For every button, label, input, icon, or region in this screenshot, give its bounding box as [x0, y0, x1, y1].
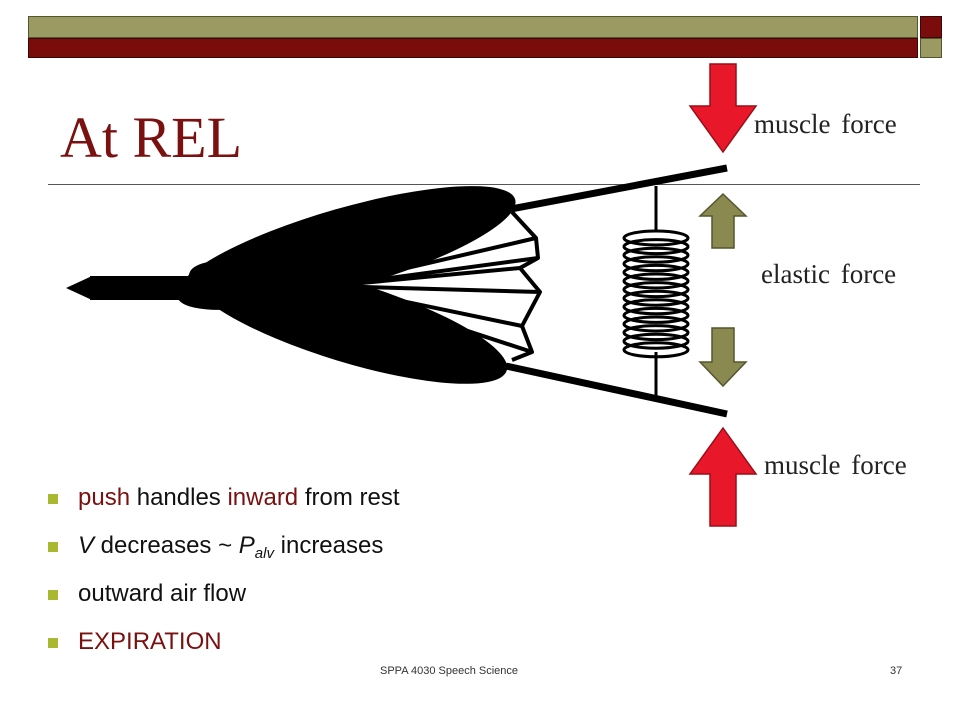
spring-coil — [622, 289, 690, 307]
label-muscle-force-top: muscle force — [754, 109, 897, 139]
spring-coil — [622, 315, 690, 333]
bullet-square-icon — [48, 542, 58, 552]
label-elastic-force: elastic force — [761, 259, 897, 289]
spring-coil — [622, 306, 690, 324]
bullet-text-push: push — [78, 484, 131, 511]
arrow-up-icon — [688, 426, 758, 527]
bullet-text: handles — [130, 484, 228, 511]
bullet-text: outward air flow — [78, 580, 247, 607]
bellows-handles — [505, 164, 728, 418]
spring-coil — [622, 298, 690, 316]
spring-coil — [622, 332, 690, 350]
bullet-square-icon — [48, 590, 58, 600]
spring-coil — [622, 255, 690, 273]
bullet-text-volume: V — [78, 532, 95, 559]
title-divider — [48, 184, 920, 185]
slide-page-number: 37 — [890, 665, 903, 677]
header-square-maroon — [920, 16, 942, 38]
bullet-text-inward: inward — [227, 484, 299, 511]
spring-coil — [622, 324, 690, 342]
header-square-olive — [920, 38, 942, 58]
bullet-text: decreases ~ — [94, 532, 239, 559]
spring-coil — [622, 341, 690, 359]
bullet-item: outward air flow — [48, 578, 400, 626]
spring-coil — [622, 272, 690, 290]
bullet-text: increases — [273, 532, 384, 559]
bullet-square-icon — [48, 494, 58, 504]
bellows-pleats — [329, 210, 542, 362]
spring — [622, 186, 690, 396]
arrow-up-icon — [698, 192, 748, 249]
spring-coil — [622, 238, 690, 256]
arrow-down-icon — [688, 63, 758, 154]
slide-footer: SPPA 4030 Speech Science — [380, 665, 519, 677]
bullet-list: push handles inward from rest V decrease… — [48, 482, 400, 674]
spring-coil — [622, 263, 690, 281]
bullet-item: EXPIRATION — [48, 626, 400, 674]
slide-title: At REL — [60, 105, 243, 170]
bullet-item: V decreases ~ Palv increases — [48, 530, 400, 578]
bullet-item: push handles inward from rest — [48, 482, 400, 530]
bellows-body — [176, 186, 516, 384]
bullet-text-pressure: P — [238, 532, 255, 559]
spring-coil — [622, 246, 690, 264]
header-bar-olive — [28, 16, 918, 38]
arrow-down-icon — [698, 327, 748, 388]
bullet-square-icon — [48, 638, 58, 648]
bullet-text-expiration: EXPIRATION — [78, 628, 222, 655]
spring-coil — [622, 229, 690, 247]
header-bar-maroon — [28, 38, 918, 58]
slide-header-bars — [0, 0, 960, 64]
bullet-text: from rest — [298, 484, 400, 511]
label-muscle-force-bottom: muscle force — [764, 450, 907, 480]
spring-coil — [622, 281, 690, 299]
bullet-text-subscript: alv — [254, 545, 274, 562]
